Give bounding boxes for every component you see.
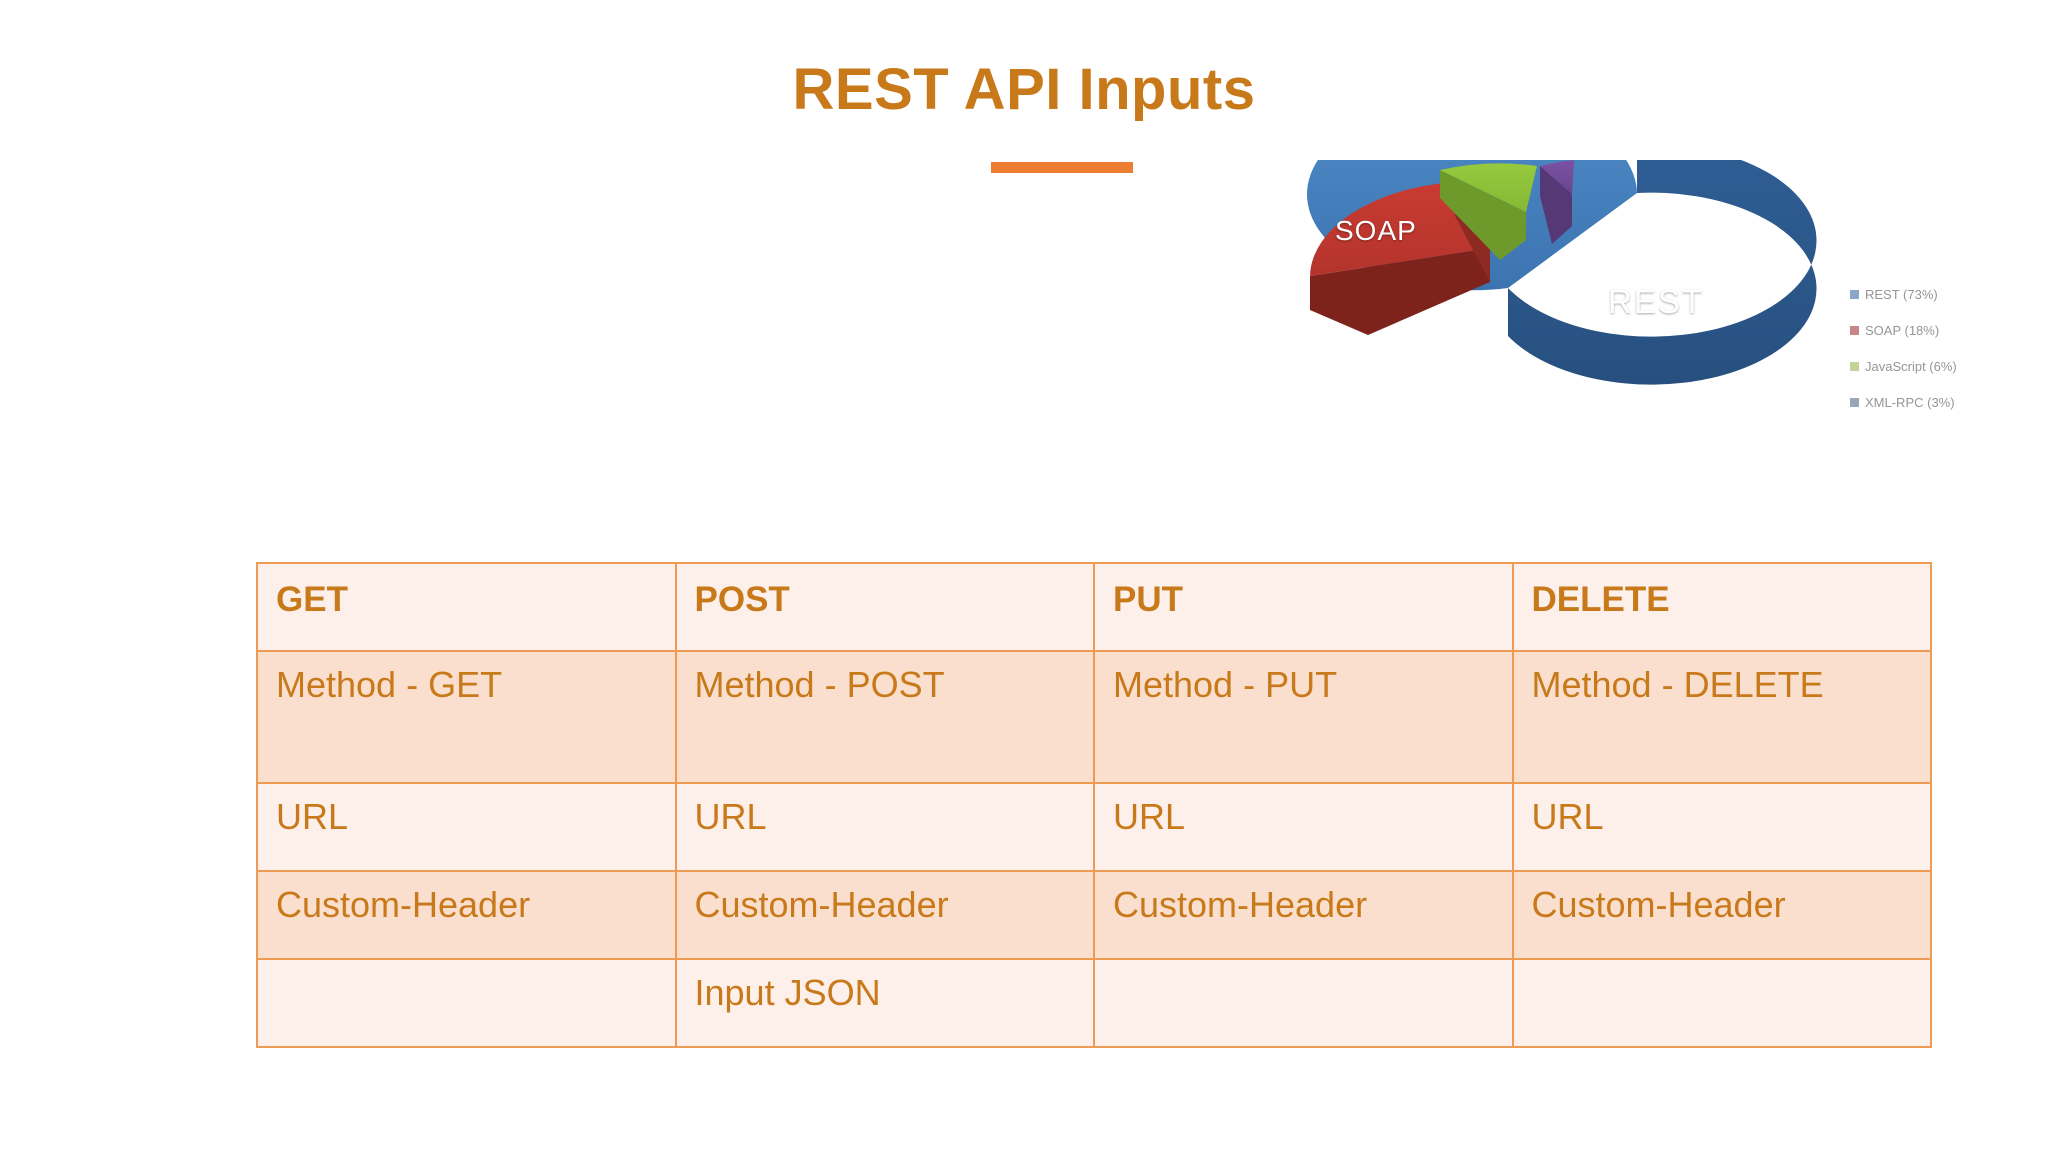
legend-swatch-icon — [1850, 325, 1859, 335]
table-row: Method - GET Method - POST Method - PUT … — [256, 650, 1932, 784]
table-cell: Method - POST — [674, 650, 1095, 784]
legend-item-soap: SOAP (18%) — [1850, 316, 2030, 344]
pie-slice-xmlrpc — [1540, 160, 1574, 244]
pie-chart-graphic — [1307, 160, 1817, 385]
table-row: Input JSON — [256, 958, 1932, 1048]
legend-item-javascript: JavaScript (6%) — [1850, 352, 2030, 380]
title-accent-bar — [991, 162, 1133, 173]
table-row: Custom-Header Custom-Header Custom-Heade… — [256, 870, 1932, 960]
table-cell-empty — [1093, 958, 1514, 1048]
table-cell-empty — [256, 958, 677, 1048]
table-cell: URL — [1093, 782, 1514, 872]
legend-item-xmlrpc: XML-RPC (3%) — [1850, 388, 2030, 416]
legend-label: JavaScript (6%) — [1865, 358, 1957, 374]
table-cell: URL — [256, 782, 677, 872]
table-cell: URL — [674, 782, 1095, 872]
table-header-row: GET POST PUT DELETE — [256, 562, 1932, 652]
table-cell: Custom-Header — [256, 870, 677, 960]
table-cell: Method - GET — [256, 650, 677, 784]
pie-slice-javascript — [1440, 163, 1537, 260]
pie-chart: REST SOAP REST (73%) SOAP (18%) JavaScri… — [1290, 160, 2030, 470]
legend-label: SOAP (18%) — [1865, 322, 1940, 338]
pie-slice-soap — [1310, 182, 1490, 335]
table-header-put: PUT — [1093, 562, 1514, 652]
page-title: REST API Inputs — [792, 57, 1256, 122]
legend-swatch-icon — [1850, 361, 1859, 371]
table-cell: Custom-Header — [674, 870, 1095, 960]
legend-swatch-icon — [1850, 397, 1859, 407]
legend-label: XML-RPC (3%) — [1865, 394, 1955, 410]
legend-swatch-icon — [1850, 289, 1859, 299]
table-cell: URL — [1511, 782, 1932, 872]
legend-label: REST (73%) — [1865, 286, 1938, 302]
table-header-get: GET — [256, 562, 677, 652]
table-cell-empty — [1511, 958, 1932, 1048]
pie-chart-legend: REST (73%) SOAP (18%) JavaScript (6%) XM… — [1850, 280, 2030, 424]
table-cell: Custom-Header — [1511, 870, 1932, 960]
table-cell: Method - DELETE — [1511, 650, 1932, 784]
table-cell: Custom-Header — [1093, 870, 1514, 960]
rest-api-inputs-table: GET POST PUT DELETE Method - GET Method … — [256, 562, 1932, 1048]
legend-item-rest: REST (73%) — [1850, 280, 2030, 308]
table-cell: Method - PUT — [1093, 650, 1514, 784]
table-row: URL URL URL URL — [256, 782, 1932, 872]
table-header-post: POST — [674, 562, 1095, 652]
table-header-delete: DELETE — [1511, 562, 1932, 652]
table-cell: Input JSON — [674, 958, 1095, 1048]
